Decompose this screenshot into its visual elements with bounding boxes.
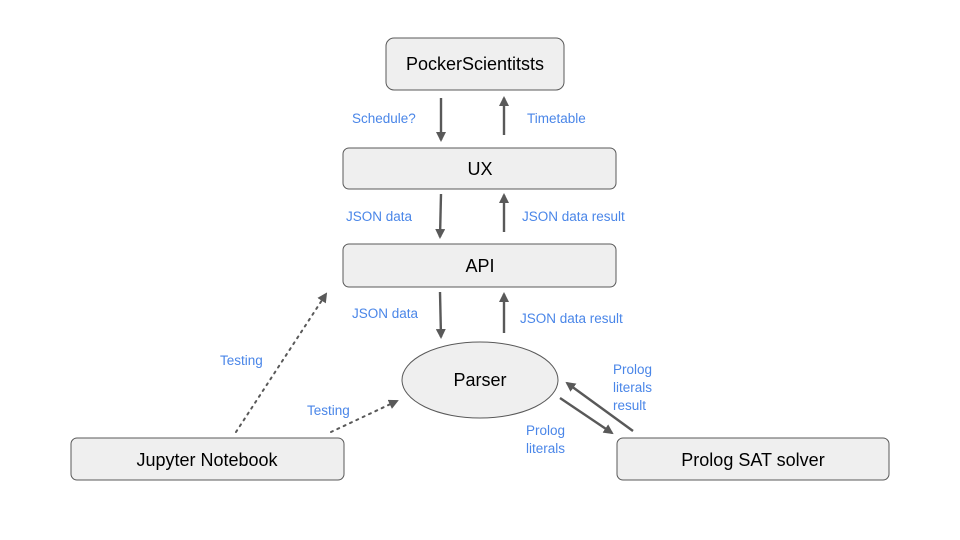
arrow-api-to-parser — [435, 291, 446, 339]
edge-label-parser-to-prolog-line-2: literals — [526, 441, 565, 456]
edge-label-parser-to-api: JSON data result — [520, 311, 623, 326]
node-api-label: API — [465, 256, 494, 276]
edge-label-prolog-to-parser-line-2: literals — [613, 380, 652, 395]
node-parser: Parser — [401, 341, 559, 419]
node-prolog-sat-solver-label: Prolog SAT solver — [681, 450, 824, 470]
node-prolog-sat-solver: Prolog SAT solver — [616, 437, 890, 481]
arrow-jupyter-to-parser — [330, 399, 399, 433]
node-jupyter-notebook-label: Jupyter Notebook — [136, 450, 278, 470]
arrow-jupyter-to-api — [235, 292, 328, 433]
arrow-ux-to-api — [435, 193, 446, 239]
node-parser-label: Parser — [453, 370, 506, 390]
edge-label-parser-to-prolog-line-1: Prolog — [526, 423, 565, 438]
node-ux-label: UX — [467, 159, 492, 179]
edge-label-schedule: Schedule? — [352, 111, 416, 126]
arrow-prolog-to-parser — [565, 381, 634, 432]
node-pocker-scientists-label: PockerScientitsts — [406, 54, 544, 74]
node-api: API — [342, 243, 617, 288]
node-ux: UX — [342, 147, 617, 190]
edge-label-api-to-ux: JSON data result — [522, 209, 625, 224]
edge-label-api-to-parser: JSON data — [352, 306, 419, 321]
edge-label-prolog-to-parser-line-3: result — [613, 398, 646, 413]
edge-label-ux-to-api: JSON data — [346, 209, 413, 224]
edge-label-timetable: Timetable — [527, 111, 586, 126]
edge-label-jupyter-to-parser: Testing — [307, 403, 350, 418]
edge-label-prolog-to-parser-line-1: Prolog — [613, 362, 652, 377]
node-pocker-scientists: PockerScientitsts — [385, 37, 565, 91]
node-jupyter-notebook: Jupyter Notebook — [70, 437, 345, 481]
edge-label-jupyter-to-api: Testing — [220, 353, 263, 368]
arrow-parser-to-prolog — [559, 397, 614, 435]
